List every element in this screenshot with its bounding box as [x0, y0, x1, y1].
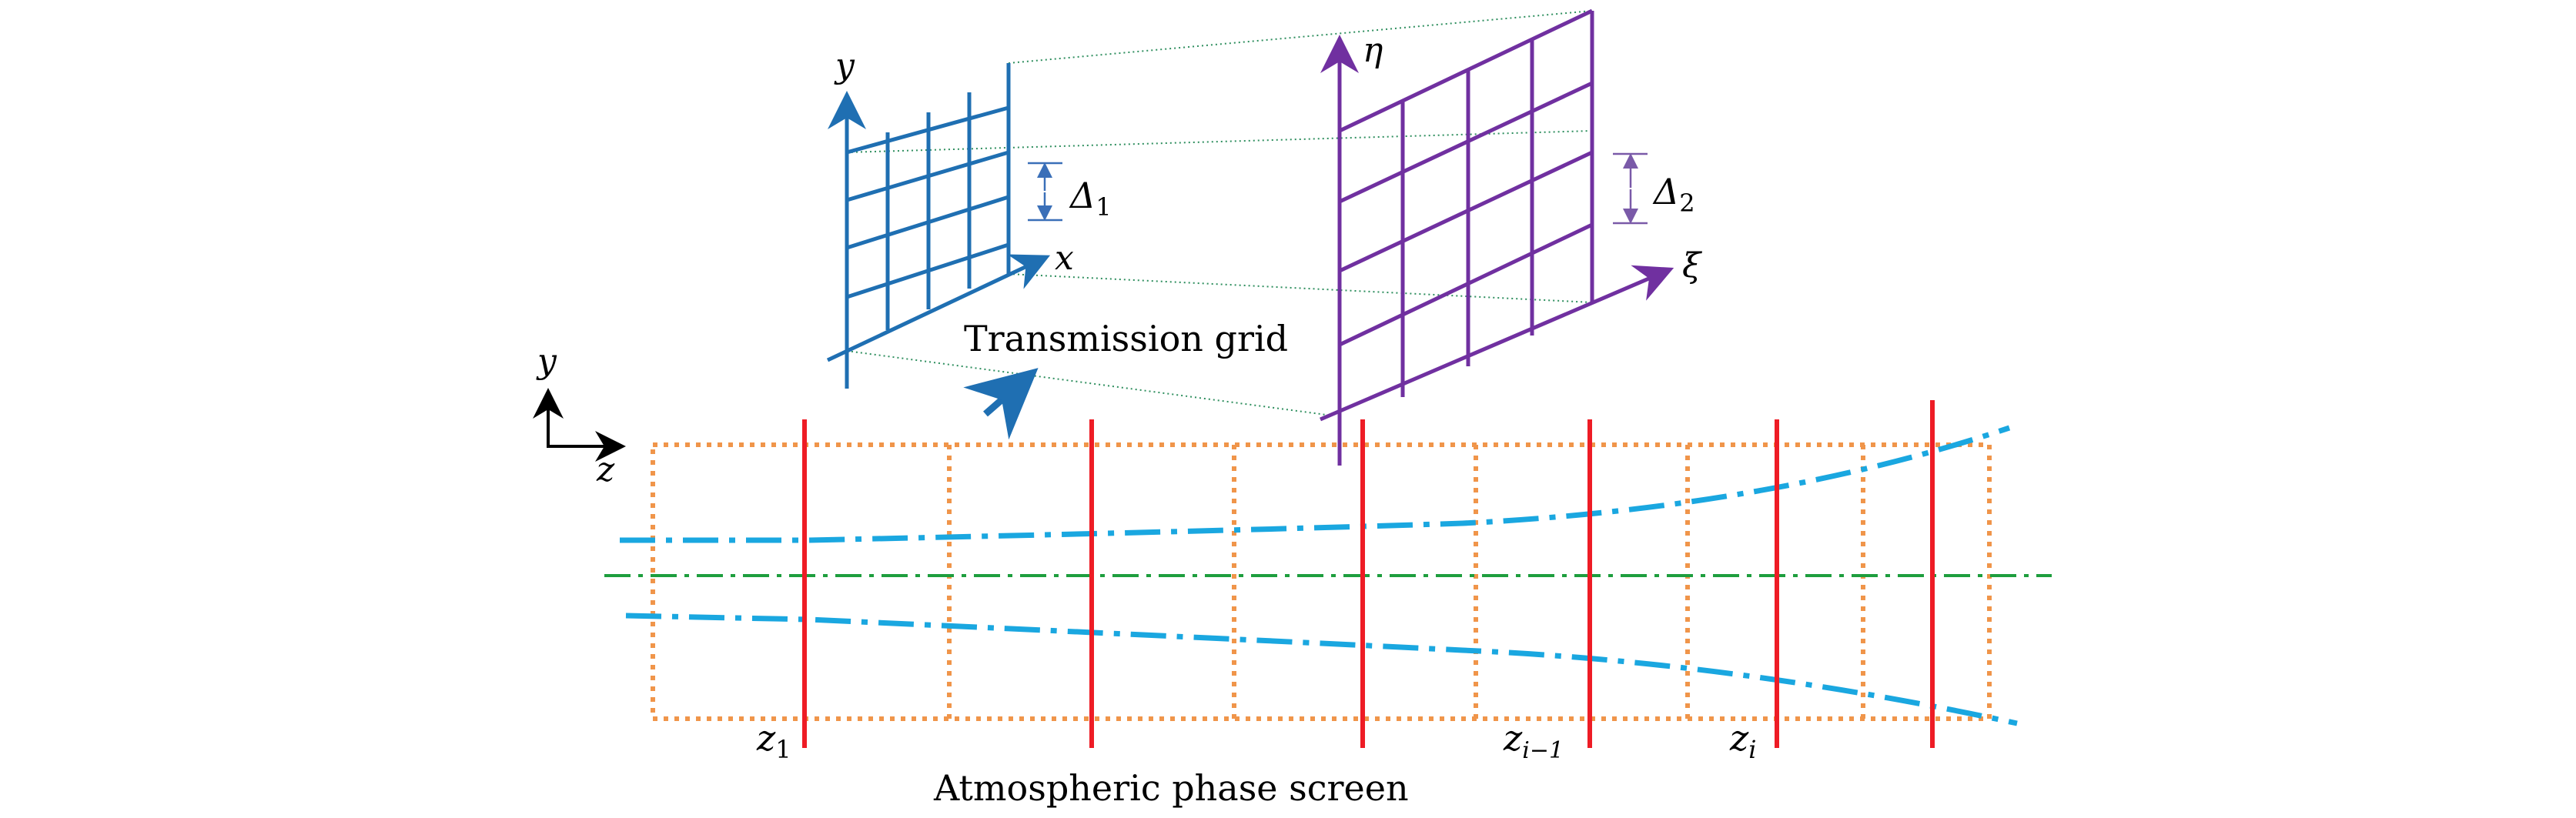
dest-eta-label: η: [1363, 31, 1383, 70]
atmospheric-phase-screen-caption: Atmospheric phase screen: [933, 767, 1409, 809]
source-x-label: x: [1055, 239, 1074, 278]
zi-label: zi: [1729, 717, 1756, 764]
source-x-axis: [826, 254, 1051, 362]
delta1-label: Δ1: [1069, 175, 1112, 222]
transmission-grid-caption: Transmission grid: [964, 318, 1288, 359]
delta1-dimension: [1028, 162, 1062, 222]
propagation-box: [651, 442, 1992, 721]
projection-guide-lines: [846, 10, 1593, 416]
dest-xi-axis: [1320, 265, 1674, 422]
z1-label: z1: [756, 717, 791, 764]
axes-z-label: z: [596, 450, 615, 489]
dest-xi-label: ξ: [1682, 246, 1703, 285]
phase-screens: [802, 400, 1935, 748]
delta2-dimension: [1613, 152, 1648, 225]
destination-grid: [1337, 8, 1594, 427]
transmission-arrow: [963, 368, 1039, 440]
axes-y-label: y: [536, 342, 557, 381]
source-grid: [845, 63, 1011, 351]
source-y-label: y: [834, 46, 855, 85]
zi-minus-1-label: zi−1: [1503, 717, 1564, 764]
delta2-label: Δ2: [1652, 171, 1695, 218]
beam-envelope: [620, 425, 2018, 726]
